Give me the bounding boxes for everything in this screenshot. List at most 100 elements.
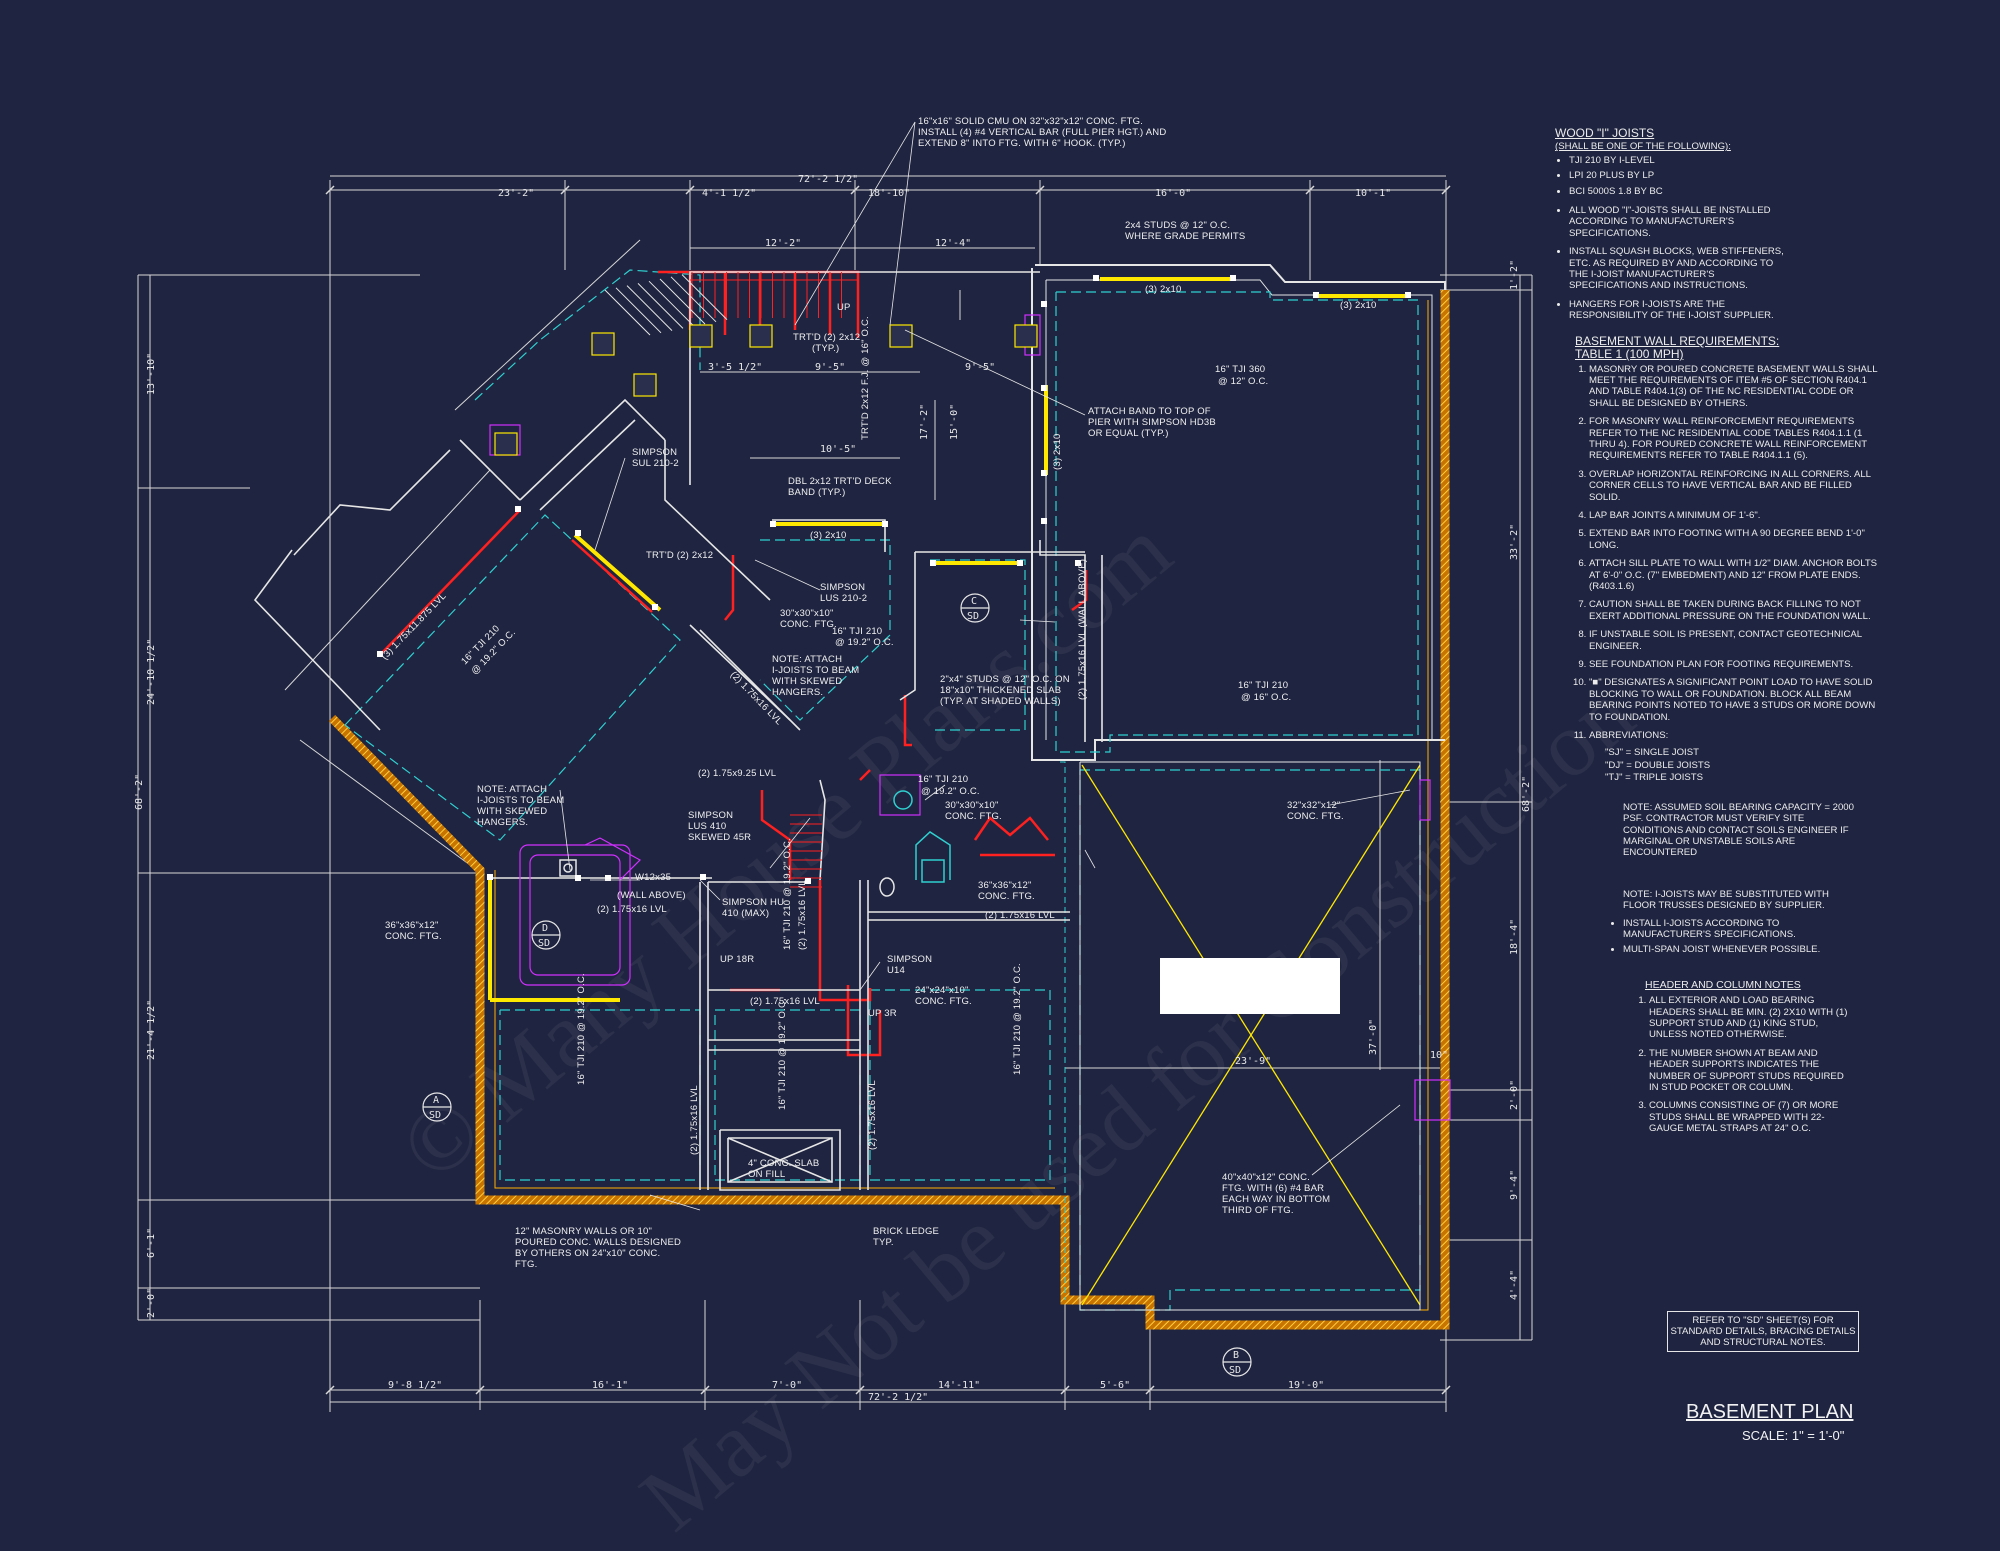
joists-note: INSTALL SQUASH BLOCKS, WEB STIFFENERS, E… bbox=[1569, 246, 1789, 292]
dim-top-5: 16'-0" bbox=[1155, 188, 1191, 199]
conc-24-note: 24"x24"x10"CONC. FTG. bbox=[915, 985, 972, 1007]
tji-mid-label: 16" TJI 210 @ 19.2" O.C. bbox=[782, 838, 793, 950]
section-a-label: A bbox=[433, 1095, 439, 1106]
conc-32-note: 32"x32"x12"CONC. FTG. bbox=[1287, 800, 1344, 822]
bwr-item: MASONRY OR POURED CONCRETE BASEMENT WALL… bbox=[1589, 364, 1885, 410]
abbrev-item: "TJ" = TRIPLE JOISTS bbox=[1605, 772, 1704, 784]
dim-left-2: 24'-10 1/2" bbox=[146, 639, 157, 705]
dim-right-4: 18'-4" bbox=[1509, 919, 1520, 955]
dim-top-3: 72'-2 1/2" bbox=[798, 174, 858, 185]
conc-36a-note: 36"x36"x12"CONC. FTG. bbox=[385, 920, 442, 942]
dimension-texts: 23'-2" 4'-1 1/2" 72'-2 1/2" 18'-10" 16'-… bbox=[134, 174, 1532, 1403]
masonry-walls-note: 12" MASONRY WALLS OR 10"POURED CONC. WAL… bbox=[515, 1226, 681, 1270]
lvl-16a-label: (2) 1.75x16 LVL bbox=[597, 904, 667, 915]
abbrev-item: "DJ" = DOUBLE JOISTS bbox=[1605, 759, 1711, 771]
pier-note: 16"x16" SOLID CMU ON 32"x32"x12" CONC. F… bbox=[918, 116, 1166, 149]
up18r-label: UP 18R bbox=[720, 954, 754, 965]
dim-right-7: 4'-4" bbox=[1509, 1270, 1520, 1300]
abbrev-list: "SJ" = SINGLE JOIST "DJ" = DOUBLE JOISTS… bbox=[1555, 747, 1885, 783]
section-c-label: C bbox=[971, 596, 977, 607]
up-label: UP bbox=[837, 302, 851, 313]
tji-left-label: 16" TJI 210 @ 19.2" O.C. bbox=[576, 973, 587, 1085]
tji360-label: 16" TJI 360 bbox=[1215, 364, 1265, 375]
bwr-item: SEE FOUNDATION PLAN FOR FOOTING REQUIREM… bbox=[1589, 659, 1885, 670]
bwr-item: "■" DESIGNATES A SIGNIFICANT POINT LOAD … bbox=[1589, 677, 1885, 723]
section-a-sd: SD bbox=[429, 1110, 441, 1121]
abbrev-item: "SJ" = SINGLE JOIST bbox=[1605, 747, 1699, 759]
section-marker-labels: A SD B SD C SD D SD bbox=[429, 596, 1241, 1376]
dim-top-7: 12'-2" bbox=[765, 238, 801, 249]
header-note: ALL EXTERIOR AND LOAD BEARING HEADERS SH… bbox=[1649, 995, 1849, 1041]
tji210-c-spacing: @ 16" O.C. bbox=[1241, 692, 1291, 703]
bwr-item: FOR MASONRY WALL REINFORCEMENT REQUIREME… bbox=[1589, 416, 1885, 462]
dim-bottom-2: 16'-1" bbox=[592, 1380, 628, 1391]
conc-36b-note: 36"x36"x12"CONC. FTG. bbox=[978, 880, 1035, 902]
studs-grade-note: 2x4 STUDS @ 12" O.C.WHERE GRADE PERMITS bbox=[1125, 220, 1245, 242]
header-note: COLUMNS CONSISTING OF (7) OR MORE STUDS … bbox=[1649, 1100, 1849, 1134]
truss-bullets: INSTALL I-JOISTS ACCORDING TO MANUFACTUR… bbox=[1609, 918, 1833, 956]
foundation-walls bbox=[328, 264, 1450, 1330]
stairs-and-fixtures bbox=[489, 314, 1451, 1121]
joists-list-item: TJI 210 BY I-LEVEL bbox=[1569, 155, 1885, 166]
bwr-item: IF UNSTABLE SOIL IS PRESENT, CONTACT GEO… bbox=[1589, 629, 1885, 652]
bwr-list: MASONRY OR POURED CONCRETE BASEMENT WALL… bbox=[1555, 364, 1885, 742]
section-c-sd: SD bbox=[967, 611, 979, 622]
deck-stair-treads bbox=[604, 274, 728, 336]
joists-list: TJI 210 BY I-LEVEL LPI 20 PLUS BY LP BCI… bbox=[1555, 155, 1885, 197]
mechanical-equipment bbox=[559, 790, 951, 897]
deck-piers bbox=[494, 324, 1038, 456]
header-notes-title: HEADER AND COLUMN NOTES bbox=[1645, 978, 1801, 991]
joists-note: ALL WOOD "I"-JOISTS SHALL BE INSTALLED A… bbox=[1569, 205, 1789, 239]
lvl-v3-label: (2) 1.75x16 LVL bbox=[867, 1080, 878, 1150]
dim-inner-1: 3'-5 1/2" bbox=[708, 362, 762, 373]
header-2x10-c: (3) 2x10 bbox=[810, 530, 846, 541]
lvl-925-label: (2) 1.75x9.25 LVL bbox=[698, 768, 776, 779]
truss-bullet: INSTALL I-JOISTS ACCORDING TO MANUFACTUR… bbox=[1623, 918, 1833, 941]
dim-bottom-1: 9'-8 1/2" bbox=[388, 1380, 442, 1391]
basement-floor-plan: A SD B SD C SD D SD 23'-2" 4'-1 1/2" 72'… bbox=[134, 116, 1533, 1412]
bwr-item: LAP BAR JOINTS A MINIMUM OF 1'-6". bbox=[1589, 510, 1885, 521]
tji360-spacing: @ 12" O.C. bbox=[1218, 376, 1268, 387]
tji210-c-label: 16" TJI 210 bbox=[1238, 680, 1288, 691]
general-notes: WOOD "I" JOISTS (SHALL BE ONE OF THE FOL… bbox=[1555, 127, 1885, 1142]
bwr-item: ABBREVIATIONS: bbox=[1589, 730, 1885, 741]
headers-yellow bbox=[488, 277, 1405, 1002]
joists-list-item: BCI 5000s 1.8 BY BC bbox=[1569, 186, 1885, 197]
dim-inner-6: 15'-0" bbox=[949, 404, 960, 440]
section-d-label: D bbox=[542, 923, 548, 934]
dim-inner-8: 37'-0" bbox=[1368, 1019, 1379, 1055]
dim-bottom-3: 7'-0" bbox=[772, 1380, 802, 1391]
section-b-label: B bbox=[1233, 1350, 1239, 1361]
tji210-a-spacing: @ 19.2" O.C. bbox=[835, 637, 894, 648]
conc-30b-note: 30"x30"x10"CONC. FTG. bbox=[945, 800, 1002, 822]
lvl-16b-label: (2) 1.75x16 LVL bbox=[985, 910, 1055, 921]
section-markers bbox=[422, 593, 1252, 1377]
dim-top-1: 23'-2" bbox=[498, 188, 534, 199]
dim-inner-9: 10" bbox=[1430, 1050, 1448, 1061]
header-note: THE NUMBER SHOWN AT BEAM AND HEADER SUPP… bbox=[1649, 1048, 1849, 1094]
bwr-title: BASEMENT WALL REQUIREMENTS: bbox=[1575, 333, 1780, 348]
bwr-item: ATTACH SILL PLATE TO WALL WITH 1/2" DIAM… bbox=[1589, 558, 1885, 592]
dim-left-3: 68'-2" bbox=[134, 774, 145, 810]
w12x35-label: W12x35 bbox=[635, 872, 671, 883]
dim-bottom-5: 5'-6" bbox=[1100, 1380, 1130, 1391]
plan-label-box bbox=[1160, 958, 1340, 1014]
soil-note: NOTE: ASSUMED SOIL BEARING CAPACITY = 20… bbox=[1623, 801, 1854, 859]
dim-left-1: 13'-10" bbox=[146, 353, 157, 395]
joists-note: HANGERS FOR I-JOISTS ARE THE RESPONSIBIL… bbox=[1569, 299, 1789, 322]
truss-note: NOTE: I-JOISTS MAY BE SUBSTITUTED WITH F… bbox=[1623, 888, 1829, 912]
dim-top-8: 12'-4" bbox=[935, 238, 971, 249]
header-2x10-b: (3) 2x10 bbox=[1340, 300, 1376, 311]
refer-sd-box: REFER TO "SD" SHEET(S) FOR STANDARD DETA… bbox=[1667, 1311, 1859, 1352]
tji-mid2-label: 16" TJI 210 @ 19.2" O.C. bbox=[777, 998, 788, 1110]
bwr-item: CAUTION SHALL BE TAKEN DURING BACK FILLI… bbox=[1589, 599, 1885, 622]
tji210-d-label: 16" TJI 210 bbox=[918, 774, 968, 785]
